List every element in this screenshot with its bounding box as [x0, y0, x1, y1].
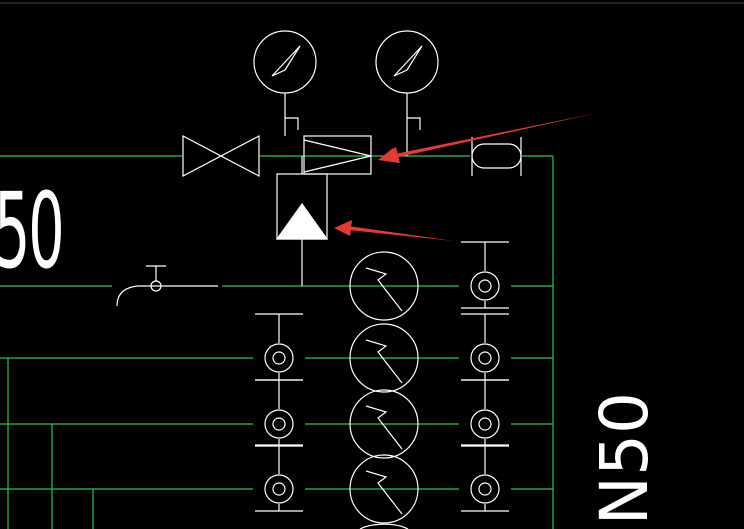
water-tap-icon	[116, 265, 218, 307]
pipe-size-label-left: 50	[0, 170, 65, 292]
pressure-gauge-icon	[375, 30, 439, 156]
pressure-gauge-icon	[253, 30, 317, 136]
check-valve-icon	[459, 313, 511, 381]
pressure-reducing-valve-icon	[303, 135, 372, 175]
check-valve-icon	[253, 313, 305, 381]
pipe-size-label-right: N50	[586, 392, 663, 526]
flow-meter-icon	[349, 323, 419, 393]
check-valve-icon	[471, 137, 522, 176]
gate-valve-icon	[182, 135, 260, 177]
check-valve-icon	[459, 379, 511, 447]
flow-meter-icon	[359, 523, 409, 529]
pipe-gaps	[112, 150, 522, 292]
check-valve-group	[253, 241, 511, 512]
arrow-to-reducing-valve	[378, 113, 597, 163]
check-valve-icon	[253, 444, 305, 512]
flow-meter-icon	[349, 389, 419, 459]
arrow-to-strainer	[334, 220, 454, 241]
check-valve-icon	[253, 379, 305, 447]
check-valve-icon	[459, 241, 511, 309]
flow-meter-icon	[349, 454, 419, 524]
strainer-icon	[275, 156, 329, 286]
flow-meter-icon	[349, 251, 419, 321]
check-valve-icon	[459, 444, 511, 512]
